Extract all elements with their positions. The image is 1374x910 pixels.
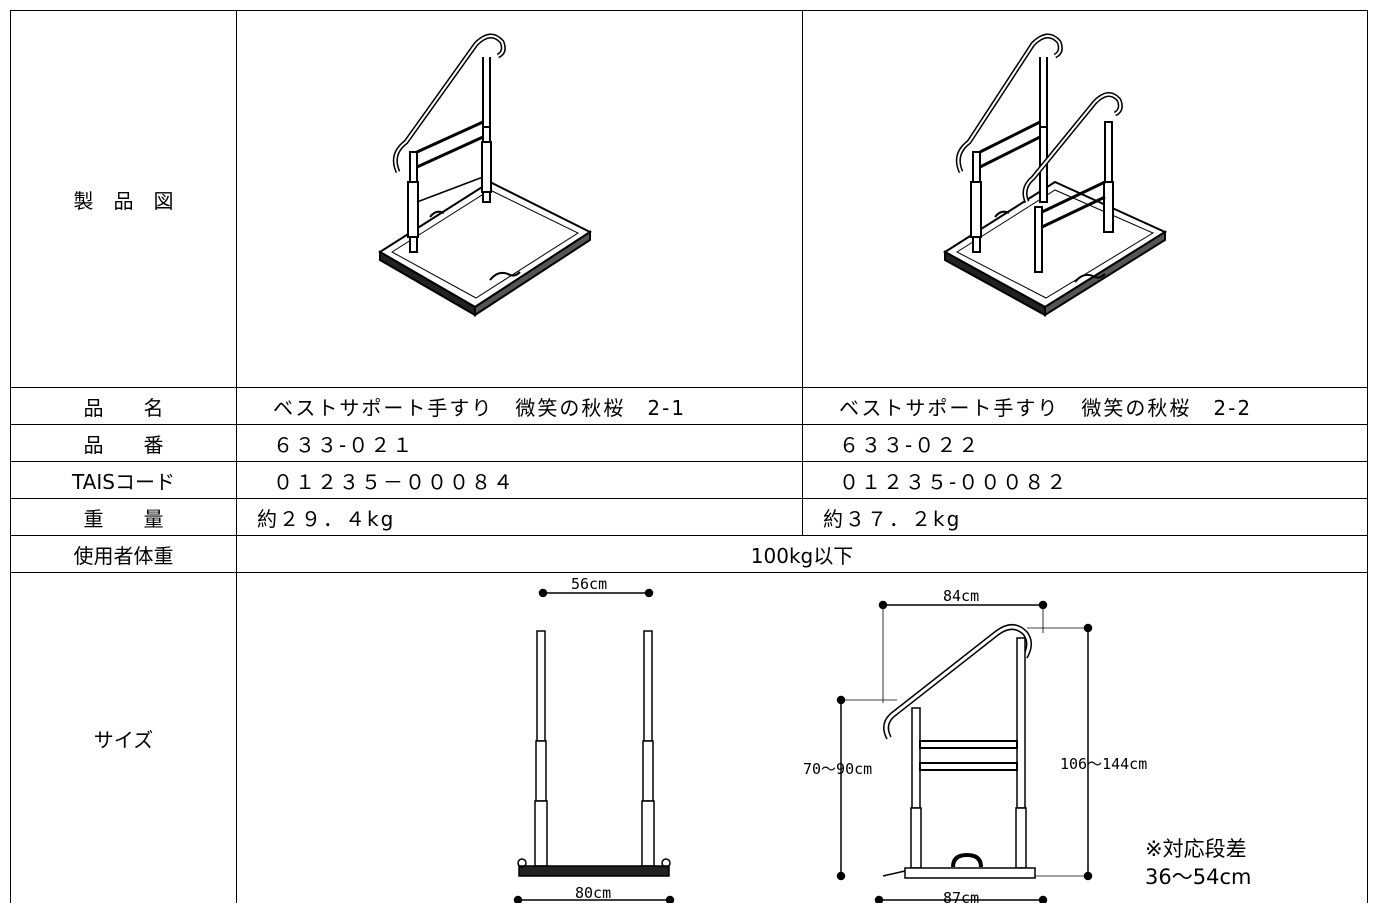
figure-label: 製 品 図 [10,10,237,388]
size-label: サイズ [10,572,237,903]
size-drawings: 56cm 80cm 84cm 70～90cm 106～144cm 87cm [513,575,1147,903]
product-name-2-2: ベストサポート手すり 微笑の秋桜 2-2 [802,387,1368,425]
weight-label: 重 量 [10,498,237,536]
dim-side-top: 84cm [943,587,979,605]
size-row: サイズ [10,572,1368,903]
number-label: 品 番 [10,424,237,462]
product-image-2-1 [236,10,803,388]
handrail-2-1-illustration [377,33,592,317]
user-weight-row: 使用者体重 100kg以下 [10,535,1368,573]
size-drawing-cell: 56cm 80cm 84cm 70～90cm 106～144cm 87cm ※対… [236,572,1368,903]
product-number-2-1: ６３３-０２１ [236,424,803,462]
user-weight-label: 使用者体重 [10,535,237,573]
step-note-line1: ※対応段差 [1145,837,1247,861]
dim-side-height-high: 106～144cm [1060,755,1147,773]
dim-side-base: 87cm [943,889,979,903]
figure-row: 製 品 図 [10,10,1368,388]
weight-2-2: 約３７．２kg [802,498,1368,536]
weight-2-1: 約２９．４kg [236,498,803,536]
dim-side-height-low: 70～90cm [803,760,872,778]
number-row: 品 番 ６３３-０２１ ６３３-０２２ [10,424,1368,462]
product-name-2-1: ベストサポート手すり 微笑の秋桜 2-1 [236,387,803,425]
name-label: 品 名 [10,387,237,425]
tais-code-2-1: ０１２３５－０００８４ [236,461,803,499]
handrail-2-2-illustration [943,33,1168,317]
tais-label: TAISコード [10,461,237,499]
product-image-2-2 [802,10,1368,388]
step-note-line2: 36～54cm [1145,865,1252,889]
tais-row: TAISコード ０１２３５－０００８４ ０１２３５-０００８２ [10,461,1368,499]
user-weight-value: 100kg以下 [236,535,1368,573]
dim-front-top: 56cm [571,575,607,593]
tais-code-2-2: ０１２３５-０００８２ [802,461,1368,499]
weight-row: 重 量 約２９．４kg 約３７．２kg [10,498,1368,536]
step-note: ※対応段差 36～54cm [1145,835,1251,891]
spec-table: 製 品 図 [10,10,1368,903]
name-row: 品 名 ベストサポート手すり 微笑の秋桜 2-1 ベストサポート手すり 微笑の秋… [10,387,1368,425]
product-number-2-2: ６３３-０２２ [802,424,1368,462]
dim-front-base: 80cm [575,884,611,902]
